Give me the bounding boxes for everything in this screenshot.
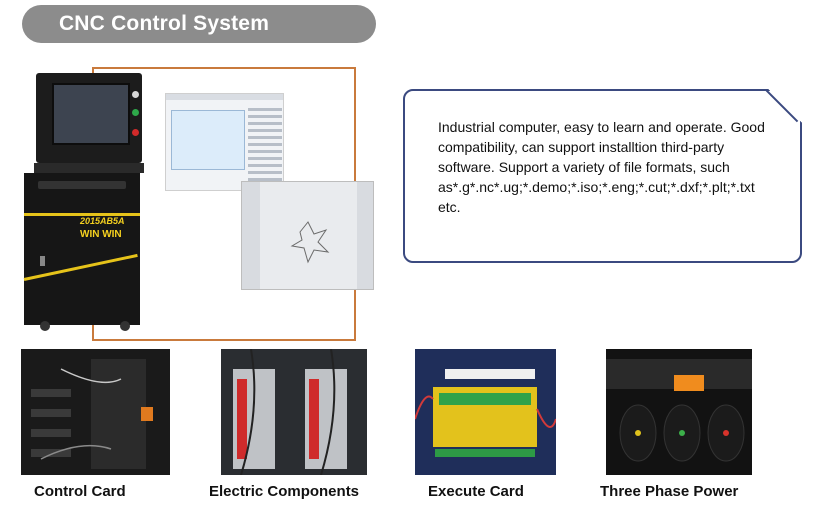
software-control-panel: [248, 104, 282, 188]
drawing-left-toolbar: [242, 182, 260, 289]
folded-corner: [768, 89, 802, 123]
servo-driver-image: [221, 349, 367, 475]
monitor-screen: [52, 83, 130, 145]
cabinet-stripe: [24, 213, 140, 216]
control-card-photo: [21, 349, 170, 475]
description-callout: Industrial computer, easy to learn and o…: [403, 89, 802, 263]
execute-card-image: [415, 349, 556, 475]
drawing-shape-icon: [290, 221, 330, 264]
control-card-image: [21, 349, 170, 475]
execute-card-caption: Execute Card: [428, 483, 524, 500]
software-menubar: [166, 94, 283, 100]
cabinet-monitor: [36, 73, 142, 163]
software-plot-area: [171, 110, 245, 170]
electric-components-photo: [221, 349, 367, 475]
section-title: CNC Control System: [58, 12, 270, 35]
description-text: Industrial computer, easy to learn and o…: [438, 119, 765, 215]
cabinet-brand-label: WIN WIN: [80, 229, 122, 240]
transformer-image: [606, 349, 752, 475]
cnc-control-cabinet-image: 2015AB5A WIN WIN: [20, 73, 148, 335]
execute-card-photo: [415, 349, 556, 475]
green-lamp-icon: [132, 109, 139, 116]
electric-components-caption: Electric Components: [209, 483, 360, 500]
software-screenshot-drawing: [241, 181, 374, 290]
keyboard-tray: [34, 163, 144, 173]
keyboard: [38, 181, 126, 189]
control-card-caption: Control Card: [34, 483, 126, 500]
software-screenshot-main: [165, 93, 284, 191]
section-title-banner: CNC Control System: [22, 5, 376, 43]
cabinet-door-handle: [40, 256, 45, 266]
red-lamp-icon: [132, 129, 139, 136]
cabinet-model-label: 2015AB5A: [80, 216, 125, 226]
cabinet-wheel: [40, 321, 50, 331]
three-phase-power-caption: Three Phase Power: [600, 483, 739, 500]
cabinet-wheel: [120, 321, 130, 331]
power-lamp-icon: [132, 91, 139, 98]
three-phase-power-photo: [606, 349, 752, 475]
drawing-right-toolbar: [357, 182, 373, 289]
cabinet-body: 2015AB5A WIN WIN: [23, 173, 140, 325]
